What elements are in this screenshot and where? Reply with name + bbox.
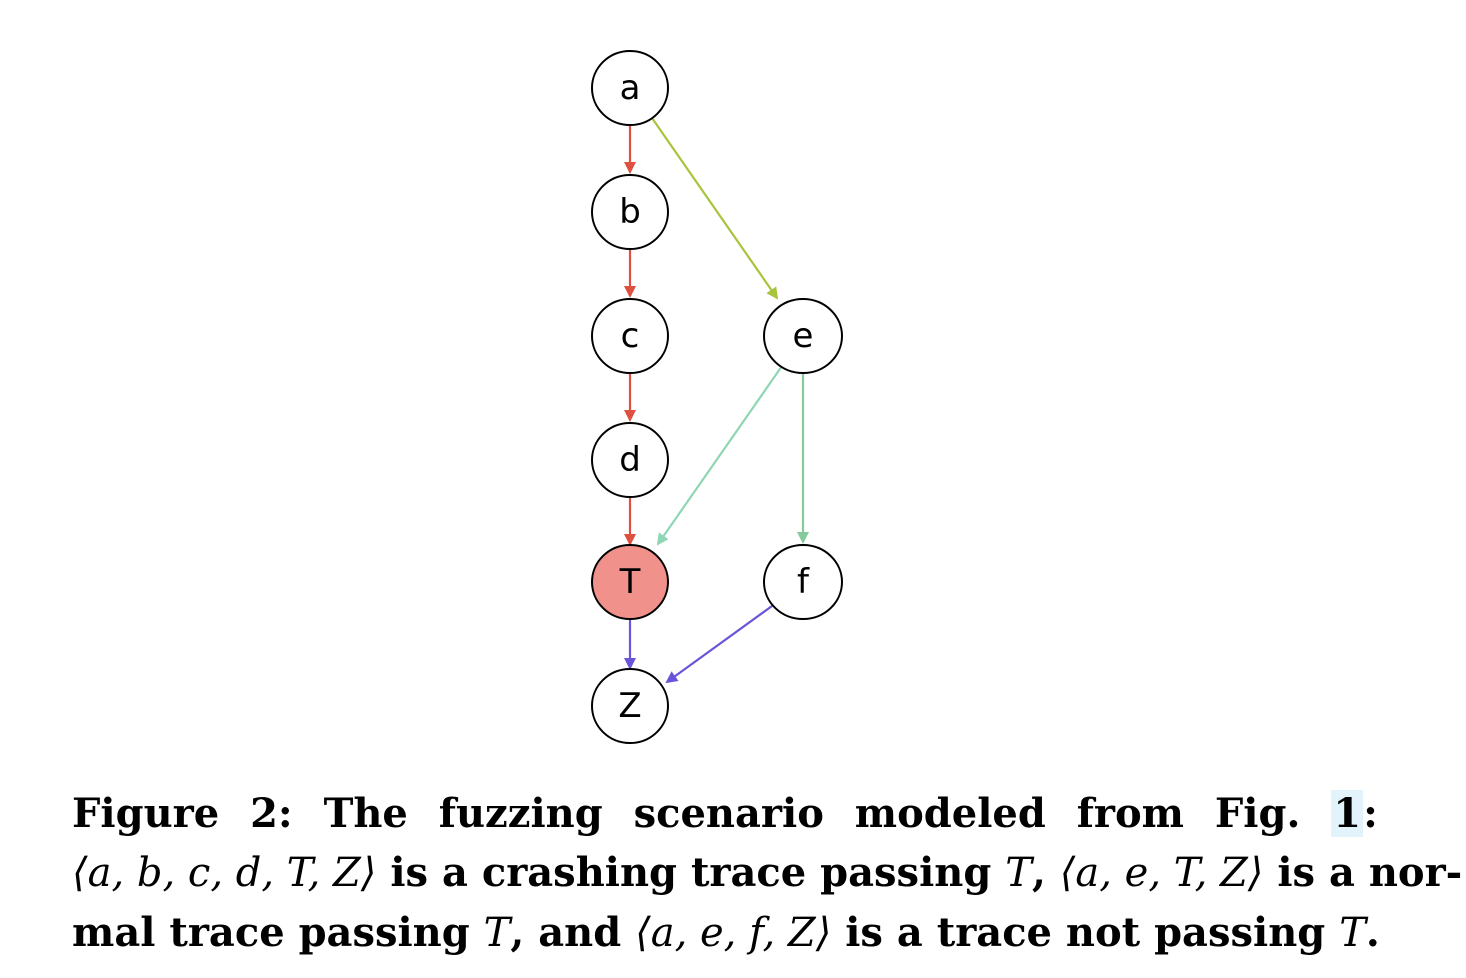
caption-word: modeled bbox=[854, 790, 1046, 837]
edge-e-T bbox=[656, 365, 783, 546]
node-d-label: d bbox=[619, 440, 641, 480]
crashing-trace: ⟨a, b, c, d, T, Z⟩ bbox=[72, 850, 377, 896]
figure-caption: Figure 2: The fuzzing scenario modeled f… bbox=[72, 784, 1462, 963]
node-b-label: b bbox=[619, 192, 641, 232]
figure-ref-suffix: : bbox=[1363, 790, 1378, 837]
node-T: T bbox=[591, 544, 669, 620]
caption-word: from bbox=[1076, 790, 1185, 837]
node-T-label: T bbox=[619, 562, 641, 602]
target-symbol: T bbox=[483, 910, 511, 956]
caption-word: Figure bbox=[72, 790, 220, 837]
node-Z: Z bbox=[591, 668, 669, 744]
caption-text: is a trace not passing bbox=[831, 909, 1340, 956]
caption-text: mal trace passing bbox=[72, 909, 484, 956]
caption-word: The bbox=[323, 790, 408, 837]
node-e-label: e bbox=[793, 316, 814, 356]
caption-word: scenario bbox=[633, 790, 824, 837]
node-c-label: c bbox=[621, 316, 640, 356]
node-b: b bbox=[591, 174, 669, 250]
caption-text: , and bbox=[510, 909, 636, 956]
trace-graph: a b c d T Z e f bbox=[591, 50, 843, 744]
caption-word: 2: bbox=[250, 790, 293, 837]
caption-text: is a nor- bbox=[1263, 849, 1463, 896]
node-d: d bbox=[591, 422, 669, 498]
target-symbol: T bbox=[1339, 910, 1366, 956]
node-a: a bbox=[591, 50, 669, 126]
edge-f-Z bbox=[665, 605, 773, 684]
caption-text: is a crashing trace passing bbox=[376, 849, 1006, 896]
edge-a-e bbox=[651, 117, 779, 300]
caption-line-2: ⟨a, b, c, d, T, Z⟩ is a crashing trace p… bbox=[72, 843, 1462, 903]
caption-text: , bbox=[1031, 849, 1060, 896]
caption-word: fuzzing bbox=[438, 790, 603, 837]
node-c: c bbox=[591, 298, 669, 374]
caption-line-3: mal trace passing T, and ⟨a, e, f, Z⟩ is… bbox=[72, 903, 1380, 963]
non-passing-trace: ⟨a, e, f, Z⟩ bbox=[635, 910, 832, 956]
node-e: e bbox=[763, 298, 843, 374]
caption-text: . bbox=[1365, 909, 1380, 956]
node-Z-label: Z bbox=[618, 686, 641, 726]
target-symbol: T bbox=[1005, 850, 1032, 896]
normal-trace: ⟨a, e, T, Z⟩ bbox=[1059, 850, 1264, 896]
caption-line-1: Figure 2: The fuzzing scenario modeled f… bbox=[72, 784, 1378, 843]
caption-word: Fig. bbox=[1214, 790, 1301, 837]
node-a-label: a bbox=[620, 68, 641, 108]
node-f-label: f bbox=[797, 562, 810, 602]
figure-ref: 1: bbox=[1331, 784, 1378, 843]
node-f: f bbox=[763, 544, 843, 620]
figure-ref-link[interactable]: 1 bbox=[1331, 790, 1364, 837]
edges bbox=[624, 117, 809, 684]
